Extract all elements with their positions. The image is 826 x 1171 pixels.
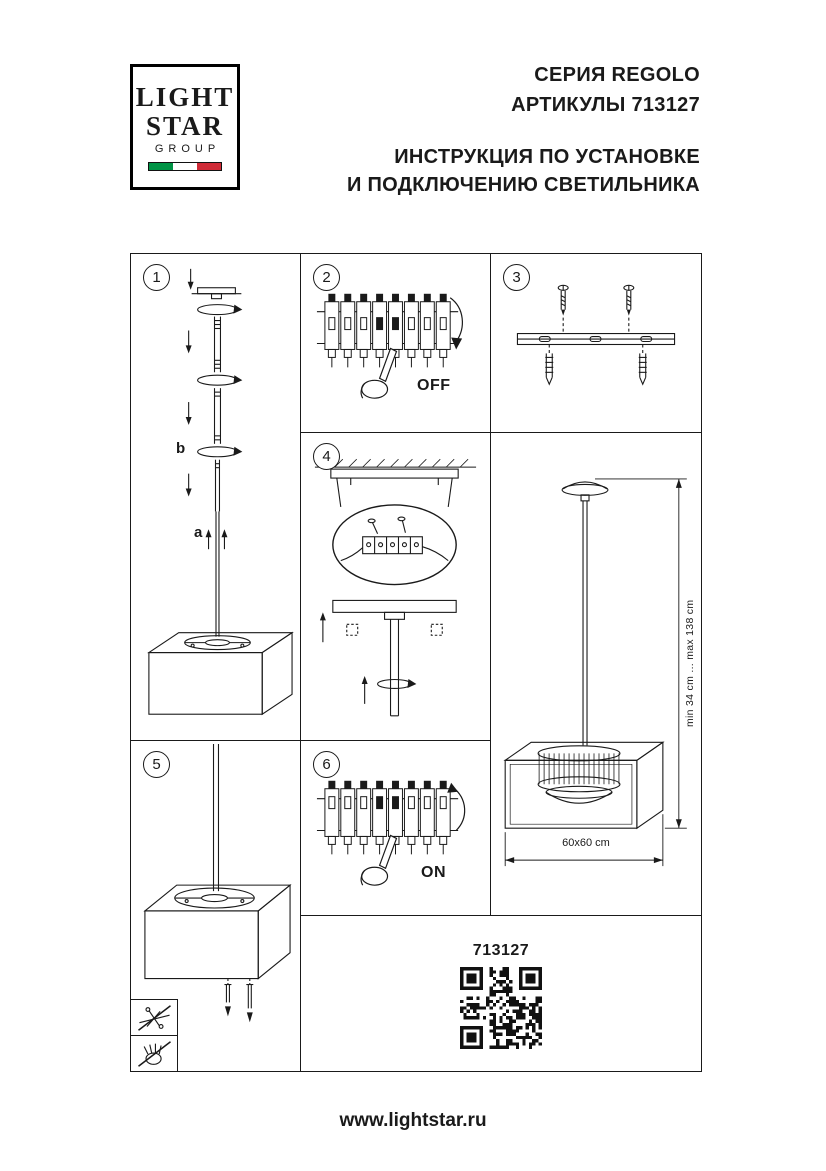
step-1-panel: 1	[131, 254, 301, 741]
flag-white-stripe	[173, 162, 197, 170]
lightstar-logo: LIGHT STAR GROUP	[130, 64, 240, 190]
article-number: 713127	[472, 942, 530, 959]
articles-line: АРТИКУЛЫ 713127	[511, 94, 700, 116]
rod-assembly-diagram	[147, 268, 294, 716]
instruction-title: ИНСТРУКЦИЯ ПО УСТАНОВКЕ И ПОДКЛЮЧЕНИЮ СВ…	[347, 143, 700, 199]
flag-red-stripe	[197, 162, 221, 170]
mounting-bar-diagram	[516, 284, 676, 386]
switch-state-on: ON	[421, 864, 446, 881]
breaker-off-diagram	[316, 293, 463, 399]
no-touch-icon	[137, 1040, 171, 1067]
step-4-number: 4	[322, 448, 331, 465]
fixture-mounting-diagram	[143, 743, 292, 1023]
step-1-badge: 1	[143, 264, 170, 291]
no-pliers-icon	[137, 1004, 171, 1031]
website-link: www.lightstar.ru	[339, 1110, 487, 1131]
header-series-block: СЕРИЯ REGOLO АРТИКУЛЫ 713127	[511, 60, 700, 120]
step-6-badge: 6	[313, 751, 340, 778]
logo-word-star: STAR	[145, 110, 225, 141]
pendant-dimensions-panel: min 34 cm ... max 138 cm 60x60 cm	[491, 433, 701, 916]
series-title: СЕРИЯ REGOLO	[534, 64, 700, 86]
step-2-badge: 2	[313, 264, 340, 291]
warning-no-touch	[131, 1035, 178, 1071]
step-2-number: 2	[322, 269, 331, 286]
flag-green-stripe	[149, 162, 173, 170]
instruction-title-line2: И ПОДКЛЮЧЕНИЮ СВЕТИЛЬНИКА	[346, 174, 700, 196]
step-5-badge: 5	[143, 751, 170, 778]
italian-flag-icon	[148, 161, 222, 171]
qr-code-icon	[460, 967, 542, 1049]
step-2-panel: 2	[301, 254, 491, 433]
step-5-panel: 5	[131, 741, 301, 1071]
logo-word-group: GROUP	[154, 142, 221, 155]
step-3-number: 3	[512, 269, 521, 286]
instruction-grid: 1	[130, 253, 702, 1072]
step-6-number: 6	[322, 756, 331, 773]
height-dimension-label: min 34 cm ... max 138 cm	[684, 599, 696, 727]
step-1-number: 1	[152, 269, 161, 286]
article-qr-panel: 713127	[301, 916, 701, 1071]
pendant-dimensions-diagram	[503, 478, 687, 867]
part-label-a: a	[194, 524, 203, 541]
canopy-wiring-diagram	[314, 458, 477, 717]
step-3-panel: 3	[491, 254, 701, 433]
step-4-badge: 4	[313, 443, 340, 470]
warning-no-pliers	[131, 999, 178, 1035]
step-5-number: 5	[152, 756, 161, 773]
logo-word-light: LIGHT	[135, 82, 235, 113]
step-3-badge: 3	[503, 264, 530, 291]
base-dimension-label: 60x60 cm	[562, 837, 610, 849]
breaker-on-diagram	[316, 780, 466, 886]
switch-state-off: OFF	[417, 377, 451, 394]
instruction-title-line1: ИНСТРУКЦИЯ ПО УСТАНОВКЕ	[394, 146, 700, 168]
step-4-panel: 4	[301, 433, 491, 741]
qr-area: 713127	[301, 916, 701, 1071]
step-6-panel: 6	[301, 741, 491, 916]
part-label-b: b	[176, 440, 186, 457]
